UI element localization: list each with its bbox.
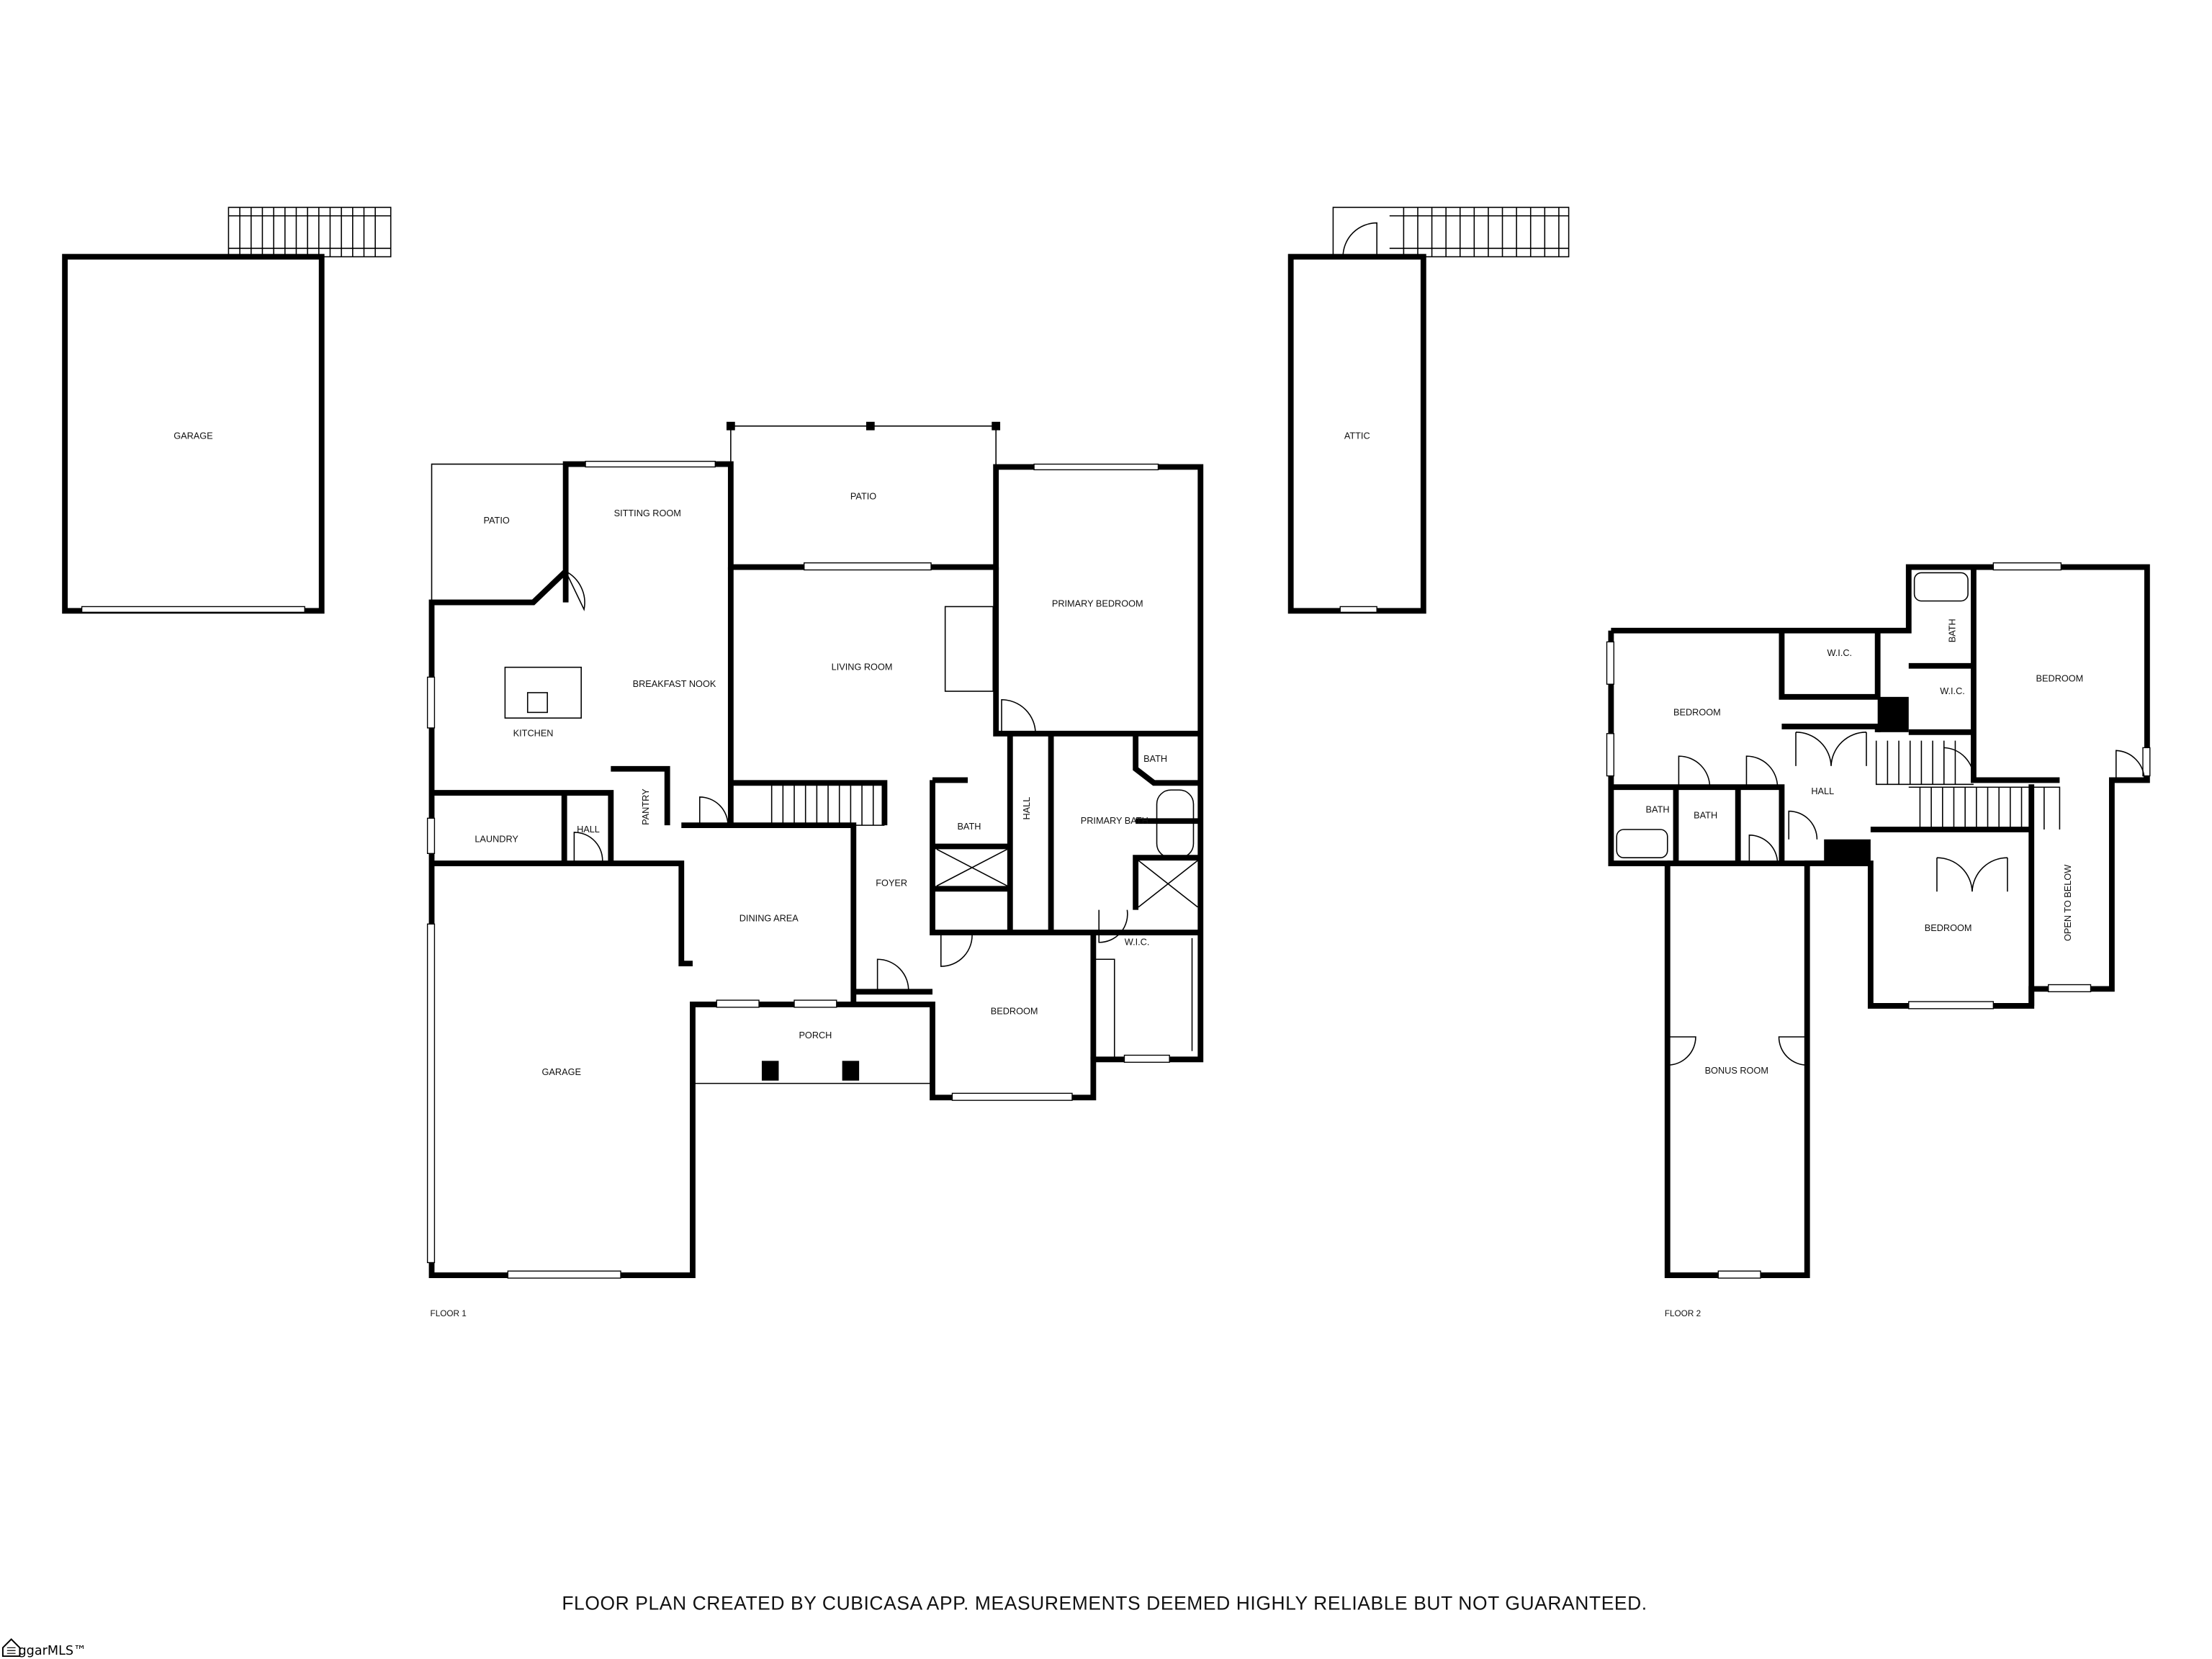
room-label: HALL (1811, 786, 1834, 796)
room-label: SITTING ROOM (614, 508, 681, 518)
room-label: BEDROOM (1925, 922, 1972, 933)
room-label: LAUNDRY (475, 834, 518, 845)
room-label: PANTRY (640, 788, 651, 825)
room-label: BONUS ROOM (1705, 1065, 1768, 1076)
room-label: BATH (1946, 619, 1957, 642)
room-label: BEDROOM (1673, 706, 1721, 717)
attic: ATTIC (1287, 207, 1570, 614)
room-label: BEDROOM (2036, 673, 2084, 683)
floor-2-caption: FLOOR 2 (1665, 1309, 1701, 1318)
room-label: W.I.C. (1125, 937, 1150, 948)
room-label: HALL (577, 824, 600, 835)
room-label: ATTIC (1344, 430, 1370, 441)
room-label: BATH (1694, 809, 1717, 820)
logo-text: ggarMLS™ (18, 1644, 86, 1658)
room-label: LIVING ROOM (832, 662, 893, 673)
floor-1-plan: PATIO SITTING ROOM PATIO PRIMARY BEDROOM… (426, 421, 1204, 1318)
room-label: PRIMARY BEDROOM (1052, 598, 1143, 608)
room-label: PATIO (850, 491, 876, 502)
stairs (228, 207, 392, 258)
room-label: DINING AREA (739, 912, 799, 923)
floor-1-caption: FLOOR 1 (431, 1309, 467, 1318)
room-label: GARAGE (542, 1066, 581, 1077)
disclaimer: FLOOR PLAN CREATED BY CUBICASA APP. MEAS… (562, 1592, 1647, 1614)
room-label: PRIMARY BATH (1081, 815, 1148, 826)
room-label: FOYER (876, 877, 907, 888)
room-label: BATH (1646, 804, 1670, 814)
room-label: PATIO (483, 515, 509, 526)
room-label: BEDROOM (991, 1006, 1038, 1017)
floor-2-plan: W.I.C. BATH BEDROOM BEDROOM W.I.C. HALL … (1606, 562, 2151, 1318)
room-label: W.I.C. (1827, 647, 1852, 658)
room-label: PORCH (799, 1030, 832, 1040)
room-label: BREAKFAST NOOK (633, 678, 716, 689)
room-label: BATH (1143, 753, 1167, 764)
detached-garage: GARAGE (62, 207, 392, 614)
room-label: BATH (957, 821, 981, 832)
room-label: GARAGE (174, 430, 212, 441)
room-label: OPEN TO BELOW (2062, 865, 2073, 941)
mls-logo: ggarMLS™ (1, 1638, 86, 1658)
room-label: W.I.C. (1940, 685, 1965, 696)
room-label: HALL (1021, 797, 1032, 820)
room-label: KITCHEN (513, 728, 554, 739)
